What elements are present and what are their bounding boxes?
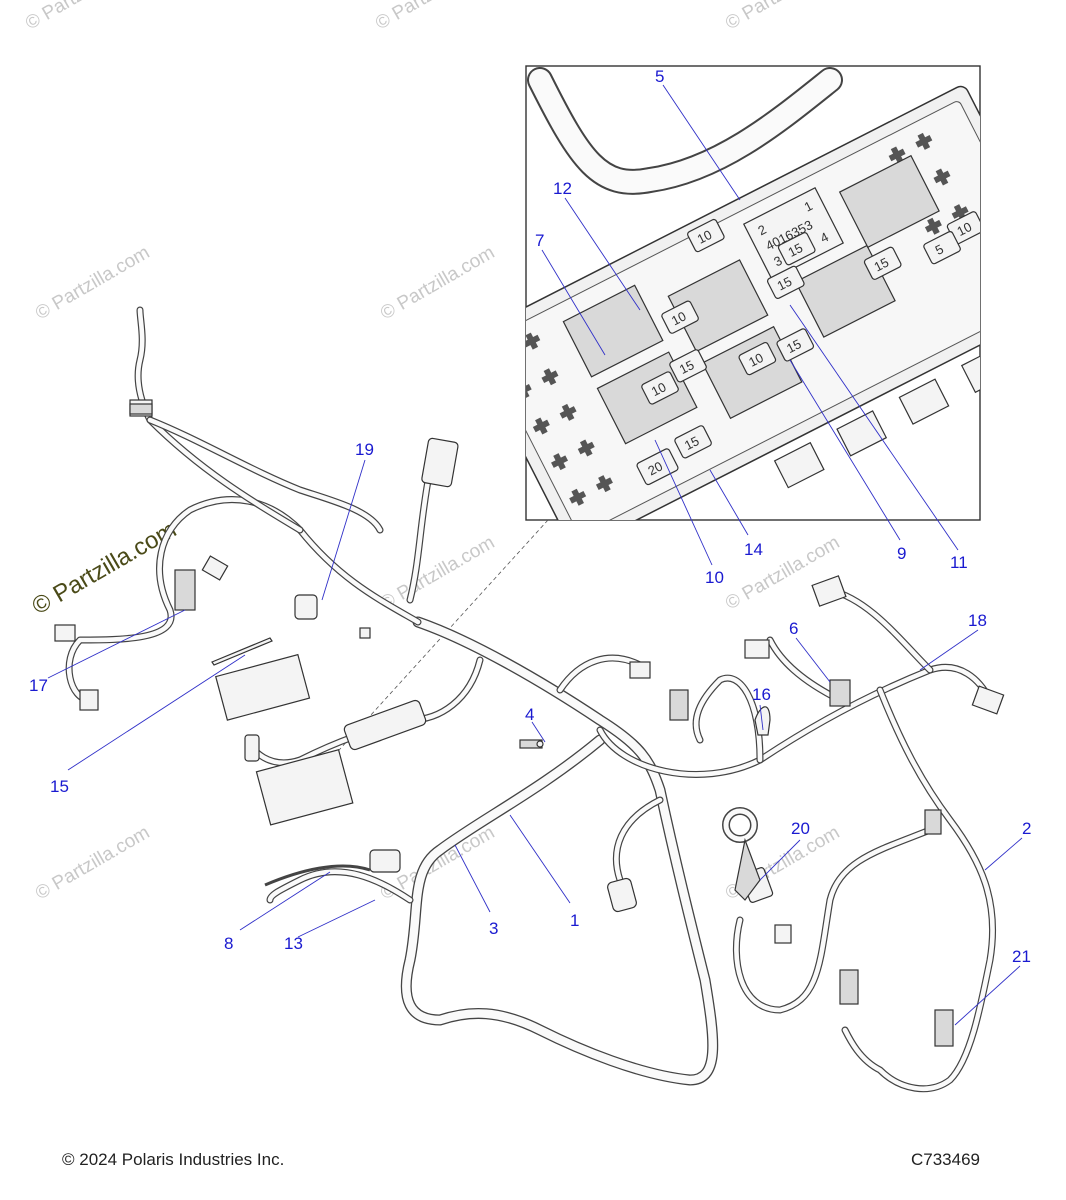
callout-18: 18 (968, 611, 987, 630)
callout-21: 21 (1012, 947, 1031, 966)
callout-5: 5 (655, 67, 664, 86)
watermark: © Partzilla.com (22, 0, 143, 34)
callout-7: 7 (535, 231, 544, 250)
fuse-box-inset: 2 1 4016353 3 4 15 10 10 5 10 15 15 (525, 65, 981, 521)
fuse-box-part (255, 749, 354, 826)
svg-text:15: 15 (682, 433, 702, 453)
watermark: © Partzilla.com (377, 242, 498, 324)
callout-12: 12 (553, 179, 572, 198)
copyright-text: © 2024 Polaris Industries Inc. (62, 1150, 285, 1169)
wiring-harness-diagram: © Partzilla.com © Partzilla.com © Partzi… (22, 0, 1031, 1093)
watermark: © Partzilla.com (372, 0, 493, 34)
callout-2: 2 (1022, 819, 1031, 838)
callout-10: 10 (705, 568, 724, 587)
callout-8: 8 (224, 934, 233, 953)
fuse-box-cover-part (215, 653, 311, 721)
callout-19: 19 (355, 440, 374, 459)
svg-text:15: 15 (677, 357, 697, 377)
svg-text:10: 10 (649, 379, 669, 399)
callout-9: 9 (897, 544, 906, 563)
svg-text:10: 10 (669, 308, 689, 328)
svg-text:15: 15 (786, 240, 806, 260)
callout-15: 15 (50, 777, 69, 796)
svg-text:10: 10 (695, 227, 715, 247)
svg-text:15: 15 (872, 255, 892, 275)
callout-1: 1 (570, 911, 579, 930)
svg-text:20: 20 (645, 458, 665, 478)
callout-11: 11 (950, 553, 968, 572)
leader-lines (47, 84, 1023, 1026)
watermark: © Partzilla.com (32, 242, 153, 324)
svg-text:15: 15 (775, 274, 795, 294)
svg-text:15: 15 (784, 336, 804, 356)
callouts: 1 2 3 4 5 6 7 8 9 10 11 12 13 14 15 16 1… (29, 67, 1031, 966)
callout-16: 16 (752, 685, 771, 704)
callout-20: 20 (791, 819, 810, 838)
callout-14: 14 (744, 540, 763, 559)
svg-text:10: 10 (746, 350, 766, 370)
watermark: © Partzilla.com (722, 0, 843, 34)
grommet-part (734, 837, 761, 901)
callout-6: 6 (789, 619, 798, 638)
callout-17: 17 (29, 676, 48, 695)
callout-4: 4 (525, 705, 534, 724)
watermark: © Partzilla.com (377, 532, 498, 614)
main-harness-line-art (54, 306, 1005, 1093)
watermark: © Partzilla.com (32, 822, 153, 904)
callout-13: 13 (284, 934, 303, 953)
diagram-id: C733469 (911, 1150, 981, 1169)
cable-tie-part (211, 637, 273, 666)
clip-part (754, 706, 771, 736)
svg-text:10: 10 (954, 219, 974, 239)
callout-3: 3 (489, 919, 498, 938)
